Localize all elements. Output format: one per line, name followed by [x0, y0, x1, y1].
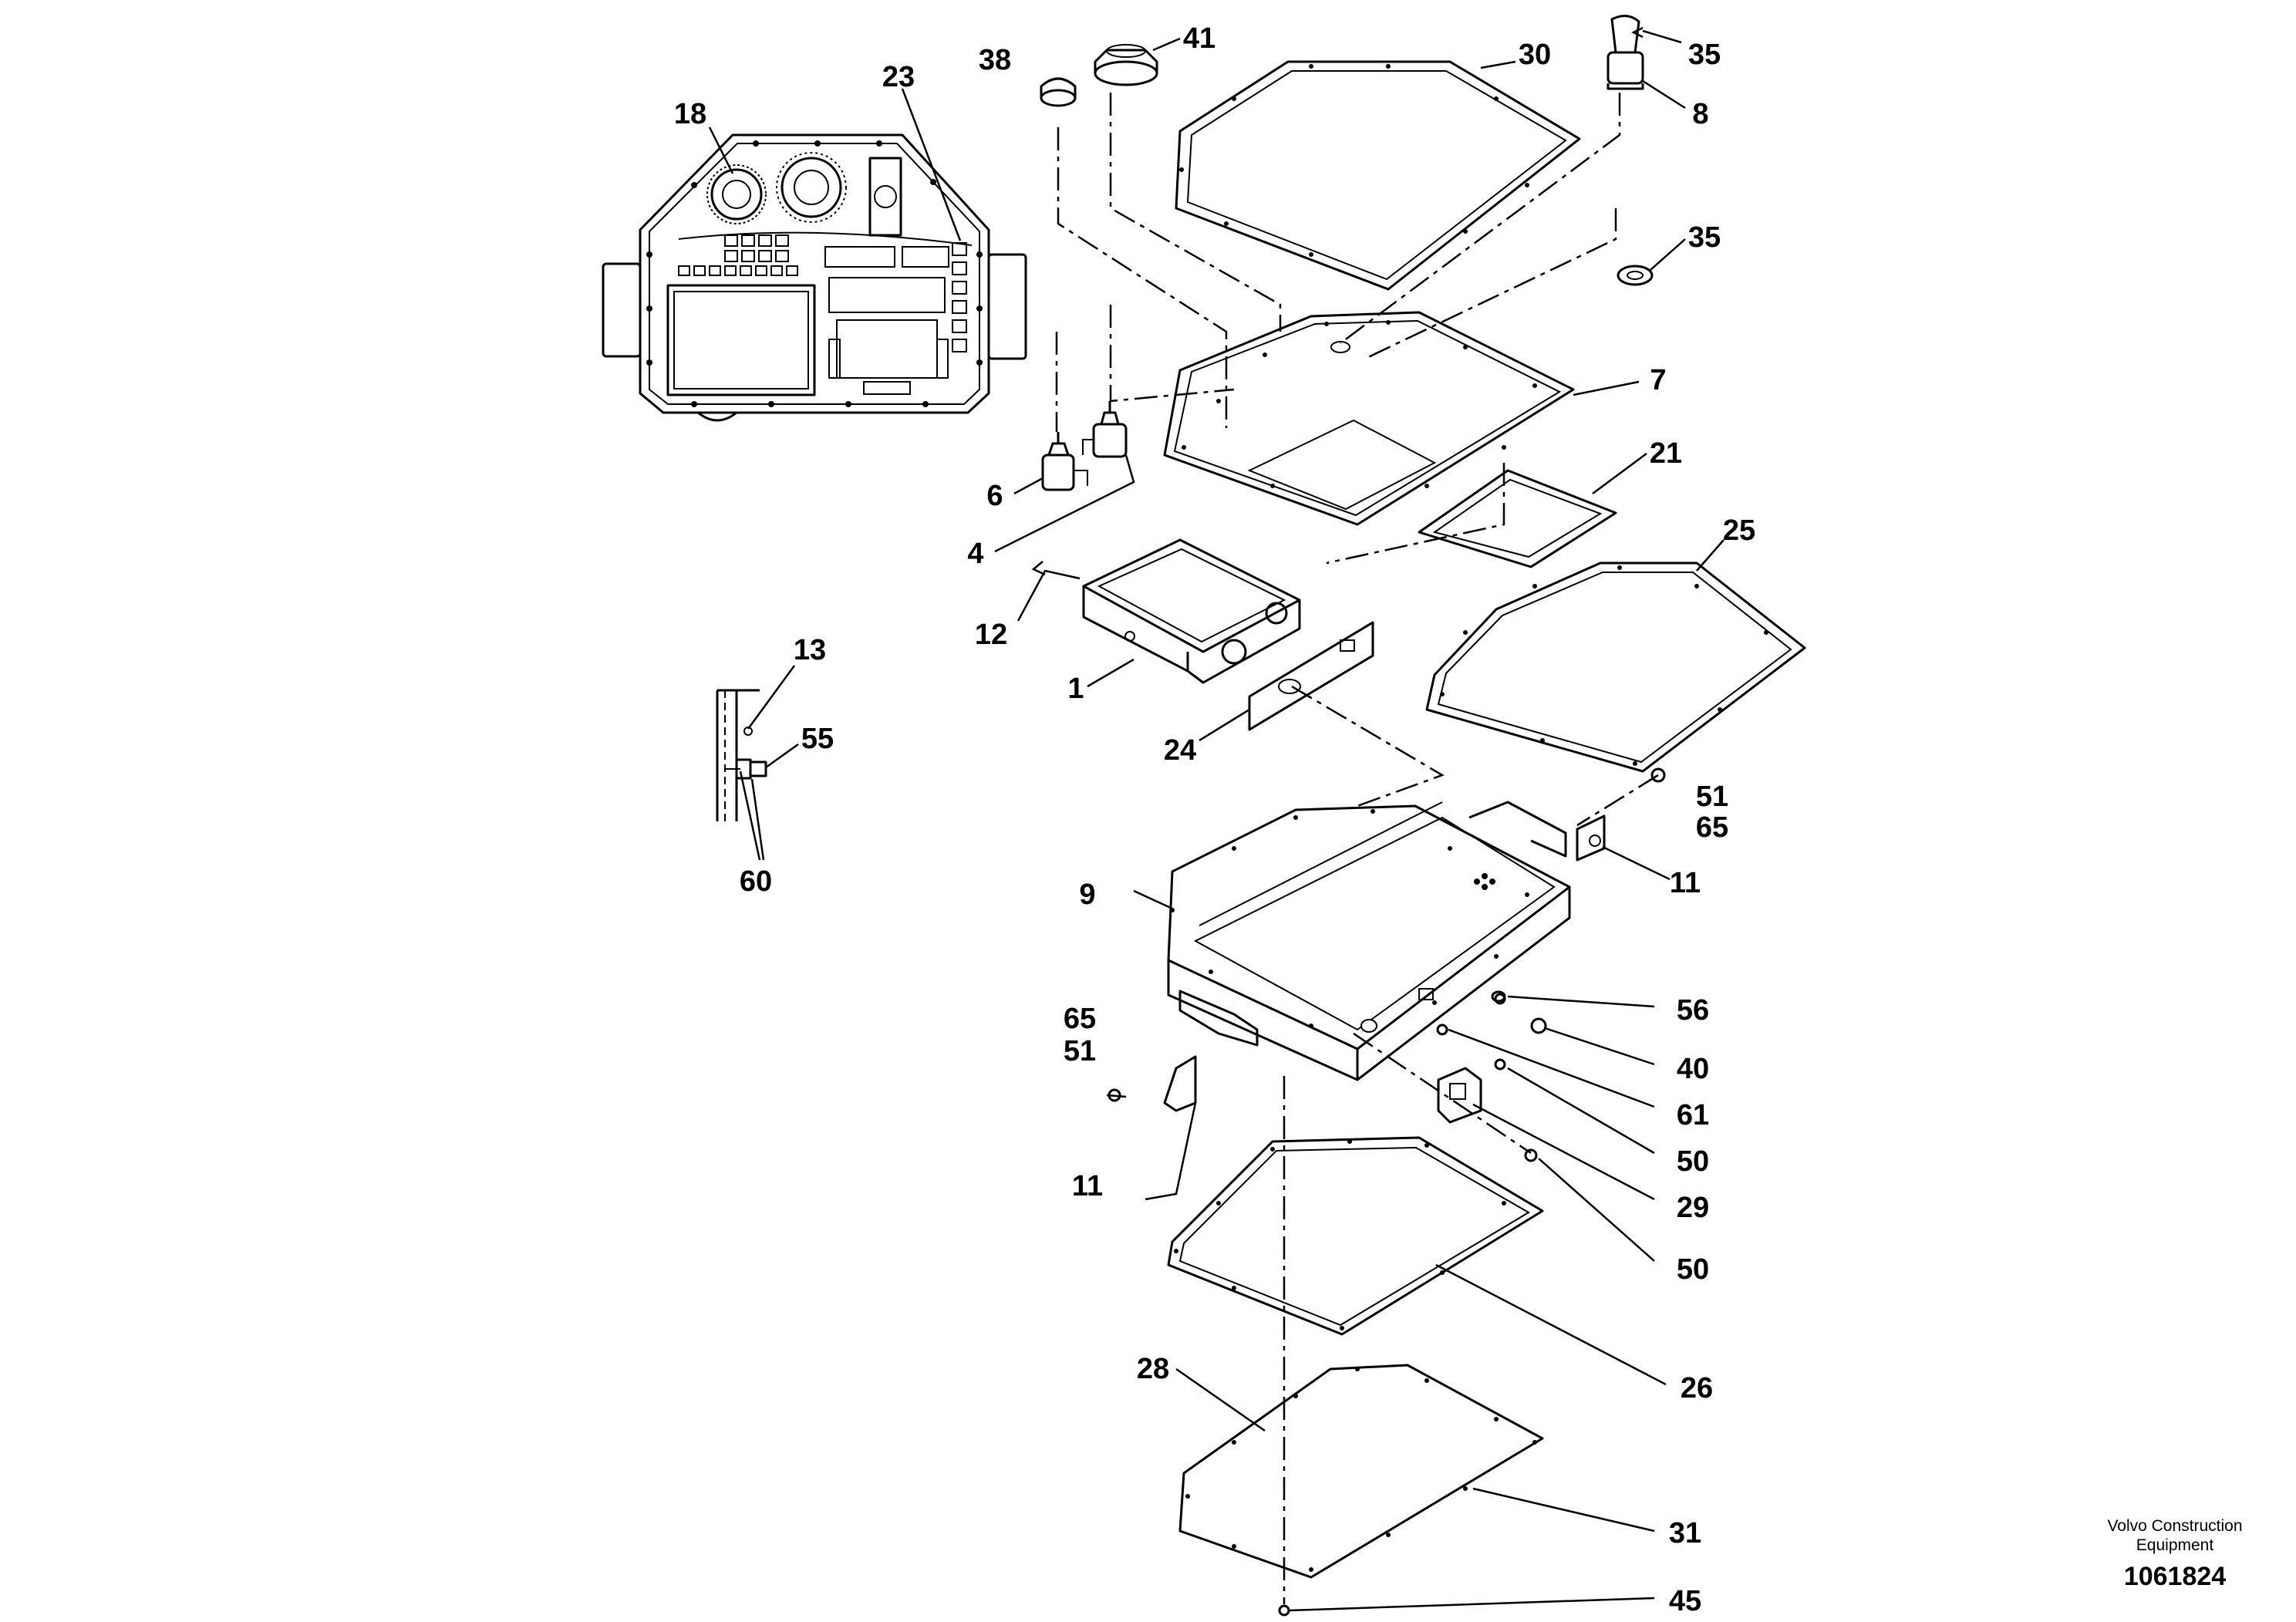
callout-28: 28 [1137, 1353, 1169, 1385]
callout-1: 1 [1067, 673, 1084, 705]
part-21-gasket [1418, 469, 1617, 568]
callout-4: 4 [967, 538, 983, 570]
callout-7: 7 [1650, 364, 1666, 396]
callout-56: 56 [1677, 994, 1709, 1027]
callout-61: 61 [1677, 1099, 1709, 1131]
callout-6: 6 [986, 480, 1003, 512]
part-26-gasket [1167, 1136, 1544, 1336]
callout-50-upper: 50 [1677, 1145, 1709, 1178]
part-7-cover [1163, 311, 1575, 526]
callout-55: 55 [801, 723, 834, 755]
callout-41: 41 [1183, 22, 1215, 55]
callout-13: 13 [794, 634, 826, 666]
part-41-knob [1094, 44, 1158, 86]
callout-29: 29 [1677, 1192, 1709, 1224]
callout-31: 31 [1669, 1517, 1701, 1549]
callout-40: 40 [1677, 1053, 1709, 1085]
part-30-gasket [1175, 60, 1581, 291]
callout-35-top: 35 [1688, 39, 1721, 71]
callout-21: 21 [1650, 437, 1682, 470]
callout-38: 38 [979, 44, 1011, 76]
callout-35-mid: 35 [1688, 221, 1721, 254]
part-24-plate [1248, 621, 1374, 731]
part-4-switch [1082, 401, 1128, 458]
brand-line-1: Volvo Construction [2107, 1517, 2242, 1535]
document-number: 1061824 [2124, 1562, 2226, 1591]
callout-26: 26 [1681, 1372, 1713, 1404]
callout-25: 25 [1723, 514, 1755, 547]
callout-65-left: 65 [1064, 1003, 1096, 1035]
callout-11-left: 11 [1072, 1170, 1103, 1202]
leader-lines [708, 26, 1725, 1612]
part-25-gasket [1425, 561, 1806, 773]
callout-24: 24 [1164, 734, 1196, 767]
callout-51-right: 51 [1696, 781, 1728, 813]
callout-23: 23 [882, 61, 915, 93]
callout-51-left: 51 [1064, 1035, 1096, 1067]
callout-11-right: 11 [1670, 867, 1701, 899]
footer-brand: Volvo Construction Equipment 1061824 [2107, 1517, 2242, 1591]
part-1-ecu-box [1082, 538, 1301, 684]
control-panel-assembly [602, 133, 1027, 422]
callout-8: 8 [1692, 98, 1708, 130]
part-8-joystick [1607, 15, 1644, 90]
callout-50-lower: 50 [1677, 1253, 1709, 1286]
callout-12: 12 [975, 619, 1007, 651]
callout-45: 45 [1669, 1585, 1701, 1617]
part-28-bottom-plate [1178, 1364, 1544, 1579]
part-38-cap [1040, 77, 1077, 107]
callout-9: 9 [1079, 878, 1095, 911]
callout-18: 18 [674, 98, 706, 130]
part-9-tray [1167, 801, 1571, 1081]
part-6-switch [1041, 432, 1088, 491]
callout-labels: 18 23 38 41 30 35 8 35 7 21 25 6 4 12 1 … [674, 22, 1755, 1617]
callout-30: 30 [1519, 39, 1551, 71]
assembly-centerlines [1055, 93, 1659, 1604]
hardware-fasteners [1108, 767, 1666, 1617]
callout-65-right: 65 [1696, 811, 1728, 844]
part-11-bracket-left [1163, 1055, 1197, 1112]
detail-13-55-60 [716, 689, 767, 821]
callout-60: 60 [740, 865, 772, 898]
part-35-grommet [1617, 265, 1654, 286]
part-29-bracket [1437, 1067, 1482, 1124]
brand-line-2: Equipment [2136, 1536, 2214, 1554]
